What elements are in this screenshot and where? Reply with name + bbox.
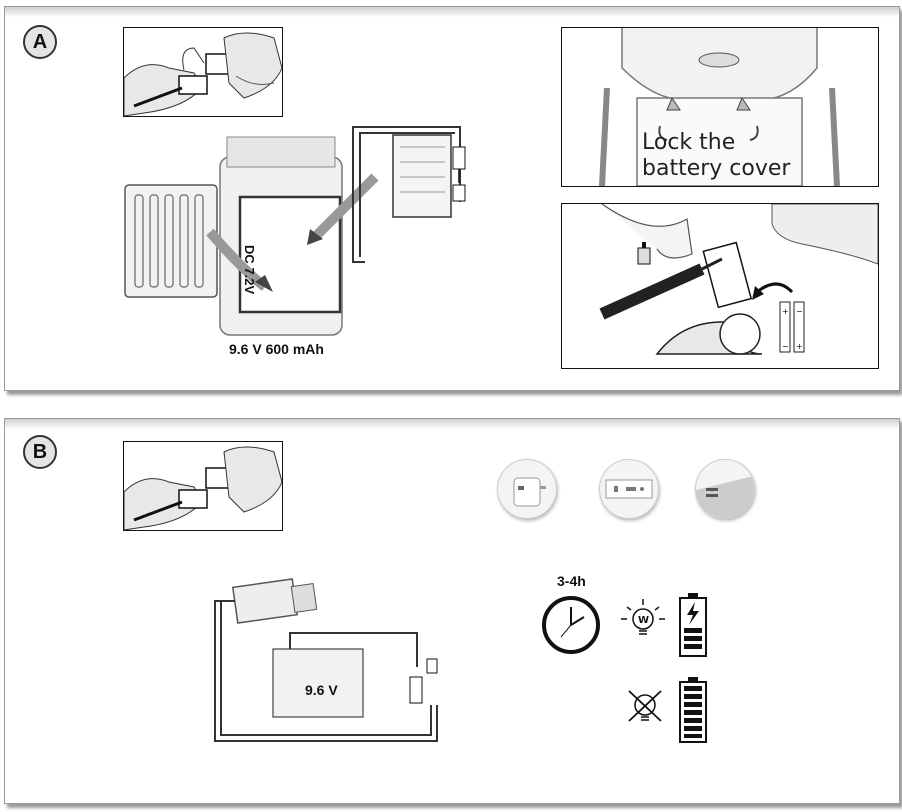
usb-port-drawing — [605, 479, 653, 499]
usb-charging-diagram — [214, 578, 438, 742]
battery-compartment-diagram — [124, 126, 466, 336]
battery-charging-icon — [679, 593, 707, 657]
wall-adapter-drawing — [513, 477, 546, 507]
unlit-bulb-icon — [628, 690, 662, 722]
lit-bulb-icon: W — [621, 599, 665, 635]
section-badge-a: A — [23, 25, 57, 59]
lock-caption-line2: battery cover — [642, 156, 791, 181]
lock-cover-illustration: Lock the battery cover — [561, 27, 879, 187]
clock-icon — [542, 596, 600, 654]
connector-drawing — [124, 446, 282, 530]
battery-pack-text: DC 7.2V — [242, 245, 257, 295]
panel-shade — [5, 7, 899, 17]
battery-full-icon — [679, 677, 707, 743]
lock-cover-drawing — [599, 28, 840, 186]
charge-time-label: 3-4h — [557, 573, 586, 589]
power-bank-image — [695, 459, 755, 519]
panel-a: A — [4, 6, 900, 391]
power-bank-drawing — [696, 476, 754, 518]
battery-voltage-label: 9.6 V — [305, 682, 338, 698]
panel-b: B — [4, 418, 900, 804]
usb-port-image — [599, 459, 659, 519]
svg-text:+: + — [796, 342, 803, 351]
remote-battery-illustration: + − − + — [561, 203, 879, 369]
remote-battery-drawing: + − − + — [599, 204, 878, 355]
connector-illustration — [123, 441, 283, 531]
bulb-letter: W — [638, 615, 649, 626]
svg-text:−: − — [782, 342, 789, 351]
connector-illustration — [123, 27, 283, 117]
svg-text:+: + — [782, 307, 789, 316]
battery-spec-label: 9.6 V 600 mAh — [229, 341, 324, 357]
svg-text:−: − — [796, 307, 803, 316]
lock-caption-line1: Lock the — [642, 130, 736, 155]
section-badge-b: B — [23, 435, 57, 469]
wall-adapter-image — [497, 459, 557, 519]
panel-shade — [5, 419, 899, 429]
connector-drawing — [124, 32, 282, 116]
